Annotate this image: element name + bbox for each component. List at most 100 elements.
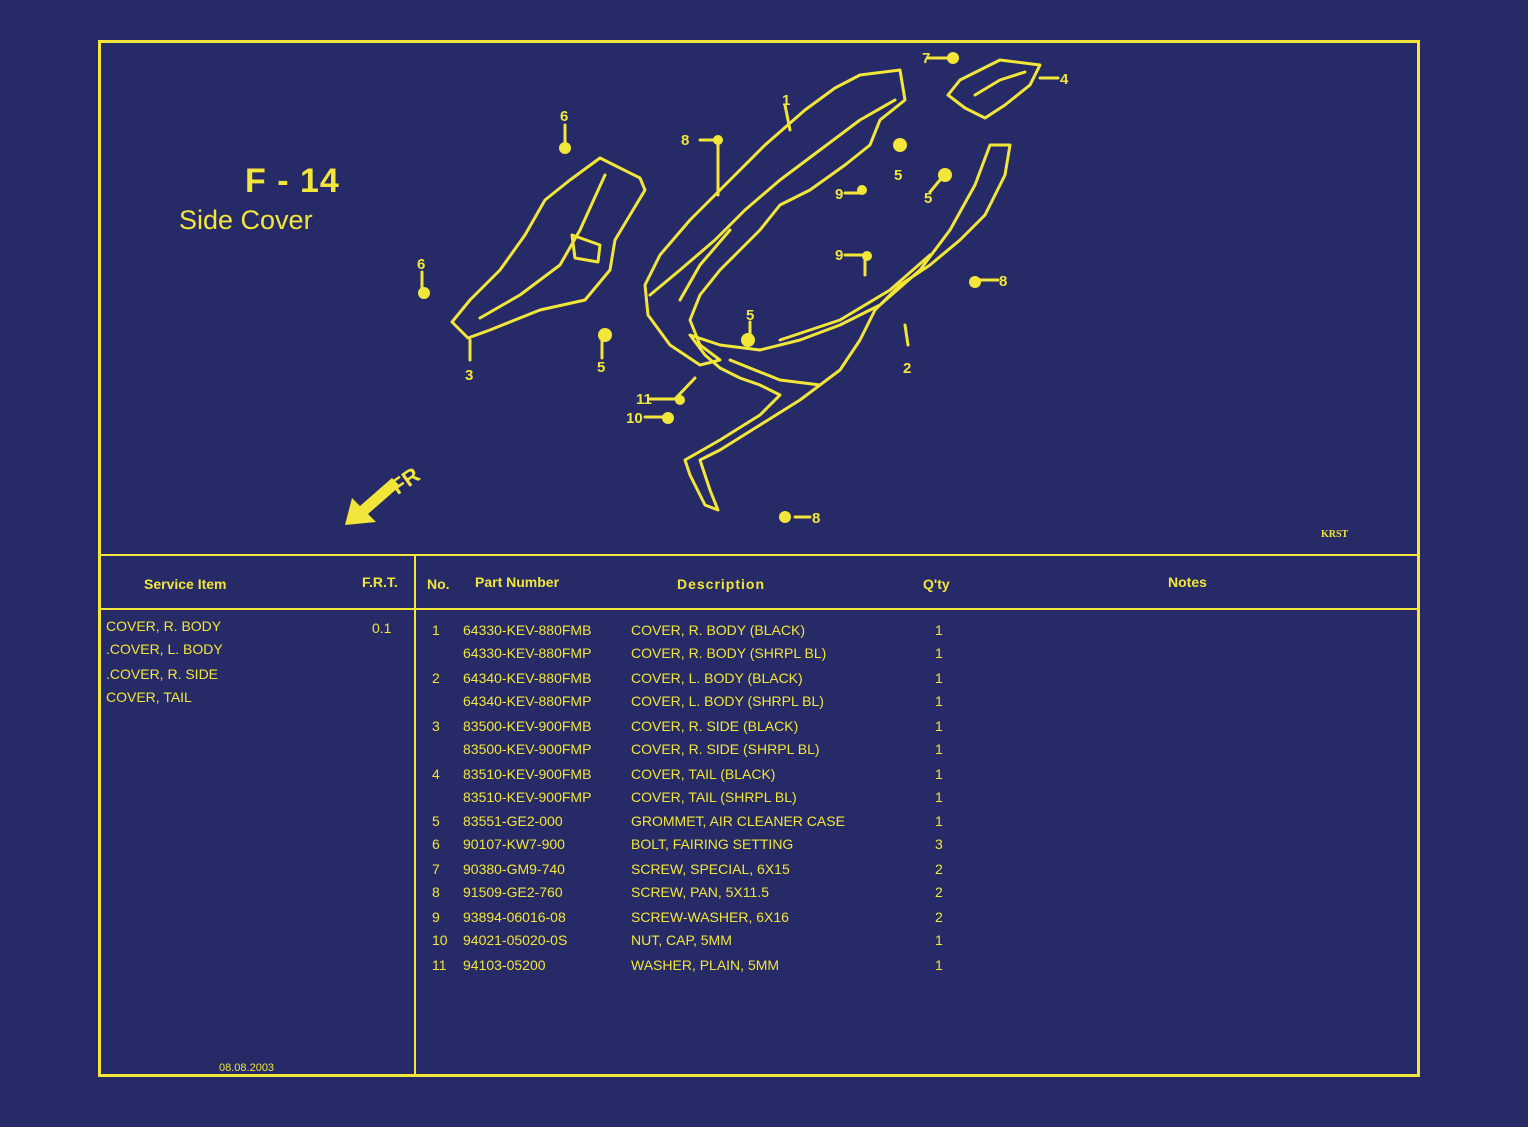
row-part-number: 83510-KEV-900FMB	[463, 766, 592, 782]
service-item: .COVER, L. BODY	[106, 641, 223, 657]
row-description: COVER, R. BODY (BLACK)	[631, 622, 806, 638]
row-qty: 2	[935, 861, 943, 877]
row-no: 10	[432, 932, 448, 948]
row-no: 2	[432, 670, 440, 686]
callout: 5	[894, 167, 902, 184]
row-description: WASHER, PLAIN, 5MM	[631, 957, 780, 973]
row-qty: 1	[935, 957, 943, 973]
row-part-number: 64340-KEV-880FMB	[463, 670, 592, 686]
frt-value: 0.1	[372, 620, 392, 636]
row-qty: 1	[935, 622, 943, 638]
row-description: COVER, TAIL (BLACK)	[631, 766, 776, 782]
header-frt: F.R.T.	[362, 574, 398, 590]
row-part-number: 83510-KEV-900FMP	[463, 789, 592, 805]
row-part-number: 83500-KEV-900FMB	[463, 718, 592, 734]
row-description: SCREW-WASHER, 6X16	[631, 909, 789, 925]
row-part-number: 93894-06016-08	[463, 909, 566, 925]
row-description: GROMMET, AIR CLEANER CASE	[631, 813, 845, 829]
row-part-number: 90107-KW7-900	[463, 836, 565, 852]
row-qty: 2	[935, 884, 943, 900]
row-qty: 1	[935, 670, 943, 686]
row-qty: 1	[935, 693, 943, 709]
header-notes: Notes	[1168, 574, 1207, 590]
callout: 5	[597, 359, 605, 376]
table-top-divider	[98, 554, 1420, 556]
fr-label: FR	[386, 462, 424, 499]
row-part-number: 94103-05200	[463, 957, 546, 973]
row-part-number: 91509-GE2-760	[463, 884, 563, 900]
header-part-number: Part Number	[475, 574, 560, 590]
row-description: COVER, L. BODY (SHRPL BL)	[631, 693, 824, 709]
callout: 8	[999, 273, 1007, 290]
row-part-number: 64330-KEV-880FMB	[463, 622, 592, 638]
header-qty: Q'ty	[923, 576, 950, 592]
callout: 9	[835, 247, 843, 264]
part-tail-cover	[946, 58, 1042, 120]
row-no: 11	[432, 957, 447, 973]
exploded-parts-diagram: FR 1 2 3 4 5 5 5 5 6 6 7 8 8 8 9 9 10 11	[345, 50, 1069, 527]
callout: 7	[922, 50, 930, 67]
publication-date: 08.08.2003	[219, 1062, 275, 1074]
row-no: 8	[432, 884, 440, 900]
callout: 8	[681, 132, 689, 149]
row-description: COVER, R. SIDE (SHRPL BL)	[631, 741, 820, 757]
row-no: 7	[432, 861, 440, 877]
callout: 4	[1060, 71, 1069, 88]
row-qty: 1	[935, 741, 943, 757]
callout: 8	[812, 510, 820, 527]
callout: 2	[903, 360, 911, 377]
callout: 1	[782, 92, 790, 109]
row-no: 3	[432, 718, 440, 734]
table-column-divider	[414, 554, 416, 1077]
row-qty: 1	[935, 813, 943, 829]
drawing-code: KRST	[1321, 529, 1349, 540]
row-qty: 2	[935, 909, 943, 925]
row-no: 6	[432, 836, 440, 852]
row-no: 1	[432, 622, 440, 638]
header-description: Description	[677, 576, 766, 592]
row-no: 4	[432, 766, 440, 782]
header-service-item: Service Item	[144, 576, 227, 592]
part-l-body-cover	[683, 143, 1012, 512]
service-item: COVER, R. BODY	[106, 618, 222, 634]
row-qty: 1	[935, 645, 943, 661]
callout: 10	[626, 410, 643, 427]
row-description: COVER, L. BODY (BLACK)	[631, 670, 803, 686]
row-description: COVER, TAIL (SHRPL BL)	[631, 789, 797, 805]
row-description: NUT, CAP, 5MM	[631, 932, 732, 948]
front-direction-arrow	[345, 478, 400, 525]
callout: 5	[746, 307, 754, 324]
callout: 6	[417, 256, 425, 273]
header-no: No.	[427, 576, 450, 592]
part-r-body-cover	[643, 68, 907, 367]
figure-title: Side Cover	[179, 205, 313, 235]
row-part-number: 83551-GE2-000	[463, 813, 563, 829]
row-description: SCREW, SPECIAL, 6X15	[631, 861, 790, 877]
row-qty: 1	[935, 932, 943, 948]
row-part-number: 64340-KEV-880FMP	[463, 693, 592, 709]
callout: 11	[636, 391, 652, 408]
part-side-cover	[450, 156, 647, 340]
row-description: COVER, R. SIDE (BLACK)	[631, 718, 799, 734]
callout: 9	[835, 186, 843, 203]
row-qty: 1	[935, 789, 943, 805]
callout: 5	[924, 190, 932, 207]
row-description: BOLT, FAIRING SETTING	[631, 836, 794, 852]
row-part-number: 90380-GM9-740	[463, 861, 565, 877]
row-description: COVER, R. BODY (SHRPL BL)	[631, 645, 827, 661]
table-header-divider	[98, 608, 1420, 610]
row-part-number: 83500-KEV-900FMP	[463, 741, 592, 757]
row-qty: 1	[935, 718, 943, 734]
callout: 6	[560, 108, 568, 125]
row-part-number: 64330-KEV-880FMP	[463, 645, 592, 661]
row-qty: 1	[935, 766, 943, 782]
row-no: 9	[432, 909, 440, 925]
figure-code: F - 14	[245, 162, 340, 200]
service-item: .COVER, R. SIDE	[106, 666, 219, 682]
callout: 3	[465, 367, 473, 384]
drawing-frame	[98, 40, 1420, 1077]
row-part-number: 94021-05020-0S	[463, 932, 568, 948]
service-item: COVER, TAIL	[106, 689, 192, 705]
row-description: SCREW, PAN, 5X11.5	[631, 884, 769, 900]
row-qty: 3	[935, 836, 943, 852]
